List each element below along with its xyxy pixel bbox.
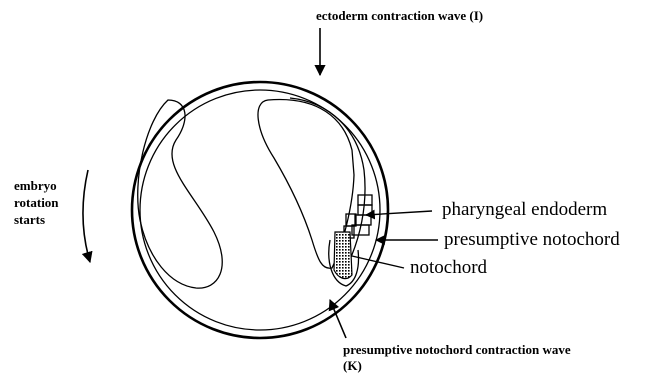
ectoderm-wave-label: ectoderm contraction wave (I) — [316, 8, 483, 23]
rotation-arrow — [83, 170, 90, 262]
notochord-label: notochord — [410, 257, 488, 278]
notochord-wave-label-1: presumptive notochord contraction wave — [343, 342, 571, 357]
rotation-label-2: rotation — [14, 195, 59, 210]
notochord-wave-label-2: (K) — [343, 358, 362, 373]
rotation-label-1: embryo — [14, 178, 57, 193]
notochord-region — [334, 232, 352, 279]
presumptive-label: presumptive notochord — [444, 229, 620, 250]
pharyngeal-pointer — [366, 211, 432, 215]
pharyngeal-label: pharyngeal endoderm — [442, 199, 607, 220]
rotation-label-3: starts — [14, 212, 45, 227]
